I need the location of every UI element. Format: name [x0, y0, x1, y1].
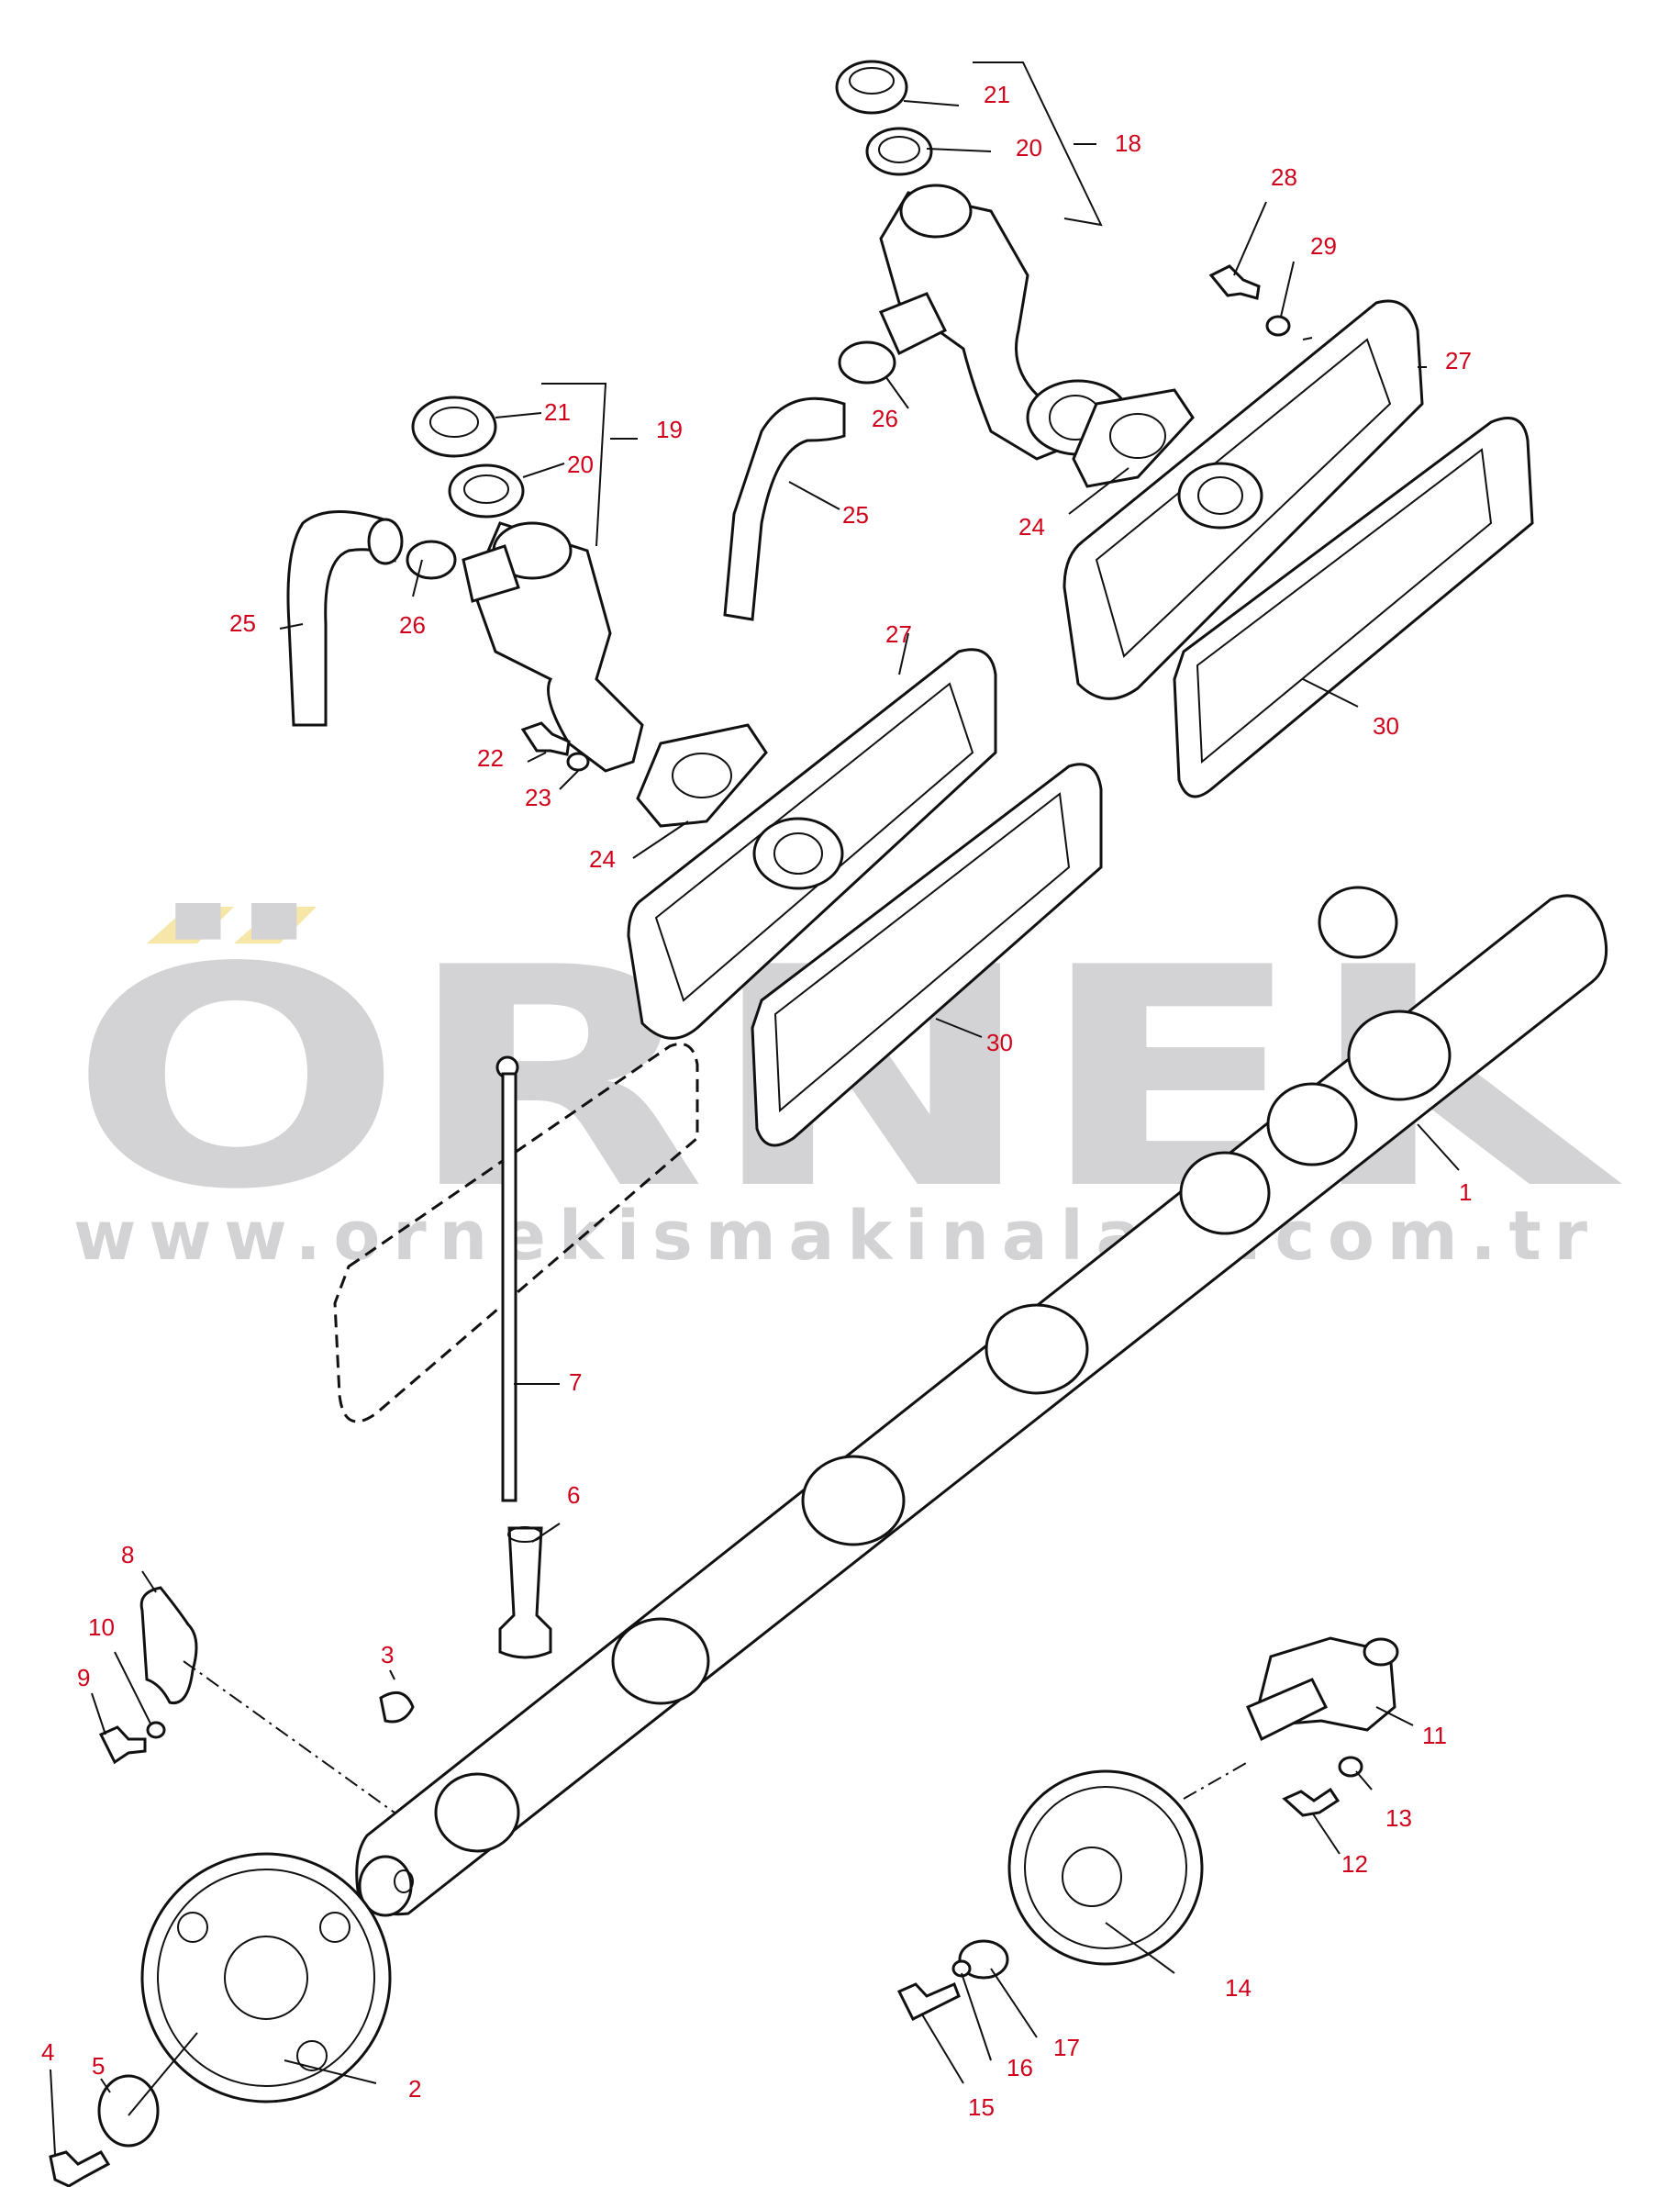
bolt-22: [520, 721, 571, 756]
tappet-6: [498, 1526, 552, 1659]
callout-25-right: 25: [842, 501, 869, 529]
callout-17: 17: [1053, 2034, 1080, 2061]
bolt-12: [1282, 1787, 1341, 1817]
watermark-url: www.ornekismakinalari.com.tr: [73, 1197, 1588, 1276]
callout-14: 14: [1225, 1974, 1252, 2002]
bolt-15: [896, 1982, 961, 2022]
thermostat-housing-left-assembly: [286, 396, 1103, 1147]
cover-gasket-30-left: [751, 763, 1103, 1147]
callout-12: 12: [1341, 1850, 1368, 1878]
callout-20-left: 20: [567, 451, 594, 478]
bolt-9: [98, 1725, 147, 1765]
push-rod-7: [501, 1072, 517, 1502]
callout-27-right: 27: [1445, 347, 1472, 374]
callout-15: 15: [968, 2093, 995, 2121]
centre-line-left: [183, 1660, 395, 1813]
hose-clamp-26-right: [838, 340, 896, 385]
washer-29: [1265, 315, 1291, 337]
callout-23: 23: [525, 784, 551, 811]
camshaft-gear-assembly: [49, 1586, 415, 2187]
camshaft: [355, 886, 1608, 1917]
callout-11: 11: [1422, 1722, 1447, 1749]
callout-22: 22: [477, 744, 504, 772]
callout-21-right: 21: [984, 81, 1010, 108]
callout-27-left: 27: [885, 620, 912, 648]
callout-10: 10: [88, 1613, 115, 1641]
callout-24-right: 24: [1018, 513, 1045, 541]
callout-16: 16: [1007, 2054, 1033, 2081]
callout-28: 28: [1271, 163, 1297, 191]
callout-9: 9: [77, 1664, 90, 1691]
washer-17: [958, 1939, 1009, 1980]
callout-20-right: 20: [1016, 134, 1042, 162]
callout-numbers: 21 20 18 28 29 27 26 25 24 30 21 20 19 2…: [41, 81, 1472, 2121]
thrust-plate-8: [139, 1586, 198, 1705]
callout-8: 8: [121, 1541, 134, 1568]
callout-25-left: 25: [229, 609, 256, 637]
callout-29: 29: [1310, 232, 1337, 260]
watermark-accent-left: [147, 907, 234, 943]
seal-ring-20-right: [865, 127, 933, 176]
callout-24-left: 24: [589, 845, 616, 873]
bolt-4: [49, 2150, 111, 2187]
hose-clamp-26-left: [406, 540, 457, 580]
callout-5: 5: [92, 2052, 105, 2080]
callout-6: 6: [567, 1481, 580, 1509]
callout-21-left: 21: [544, 398, 571, 426]
callout-2: 2: [408, 2075, 421, 2103]
washer-23: [566, 752, 590, 772]
thrust-washer-5: [97, 2074, 160, 2148]
seal-ring-21-left: [411, 396, 497, 458]
callout-13: 13: [1385, 1804, 1412, 1832]
callout-26-left: 26: [399, 611, 426, 639]
callout-30-left: 30: [986, 1029, 1013, 1056]
cover-gasket-30-right: [1173, 417, 1534, 798]
seal-ring-20-left: [448, 463, 525, 519]
callout-1: 1: [1459, 1178, 1472, 1206]
seal-ring-21-right: [835, 60, 908, 115]
thermostat-housing-right-assembly: [723, 60, 1534, 798]
leader-lines: [50, 61, 1460, 2156]
idler-gear-14: [1007, 1769, 1204, 1966]
dashed-cover-outline: [333, 1043, 699, 1423]
woodruff-key-3: [379, 1690, 415, 1724]
callout-4: 4: [41, 2038, 54, 2066]
callout-30-right: 30: [1373, 712, 1399, 740]
callout-19: 19: [656, 416, 683, 443]
camshaft-gear-2: [140, 1852, 392, 2103]
callout-18: 18: [1115, 129, 1141, 157]
callout-3: 3: [381, 1641, 394, 1668]
centre-line-right: [1183, 1761, 1249, 1800]
bolt-28: [1208, 264, 1261, 300]
lock-washer-10: [146, 1721, 166, 1739]
coolant-hose-25-left: [286, 510, 396, 727]
idler-gear-assembly: [896, 1636, 1399, 2022]
gasket-24-left: [636, 723, 768, 828]
coolant-hose-25-right: [723, 396, 846, 621]
thermostat-housing-right: [879, 191, 1071, 461]
callout-7: 7: [569, 1368, 582, 1396]
watermark-accent-right: [234, 907, 317, 943]
gasket-24-right: [1072, 388, 1195, 488]
callout-26-right: 26: [872, 405, 898, 432]
push-rod-and-tappet: [495, 1055, 552, 1659]
